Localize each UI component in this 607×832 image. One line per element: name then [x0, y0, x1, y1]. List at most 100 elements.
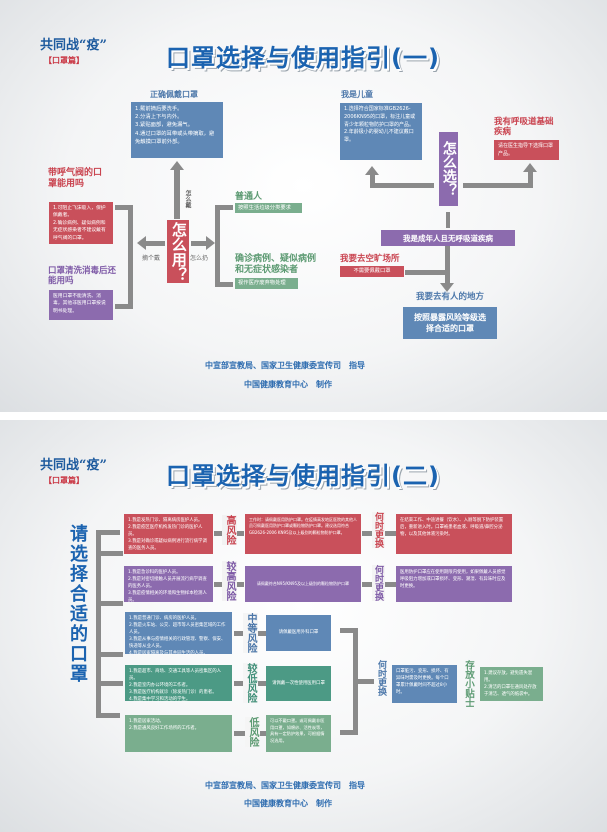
general-replace-box: 口罩脏污、变形、损坏、有异味时需及时更换。每个口罩累计佩戴时间不超过8小时。 — [392, 665, 457, 703]
patients-label: 确诊病例、疑似病例和无症状感染者 — [235, 254, 317, 275]
right-bracket — [215, 205, 233, 287]
connector-line — [100, 652, 123, 657]
list-item: 3.我是对确诊或疑似病例进行流行病学调查的医务人员。 — [128, 539, 207, 552]
list-item: 2.分清上下与内外。 — [135, 114, 183, 121]
medium-risk-who-box: 1.我是普通门诊、病房的医护人员。 2.我是火车站、公交、超市等人员密集区域的工… — [125, 612, 232, 657]
arrow-shaft — [370, 174, 375, 188]
wash-mask-label: 口罩清洗消毒后还能用吗 — [48, 266, 117, 287]
footer-guidance: 中宣部宣教局、国家卫生健康委宣传司 指导 — [205, 781, 365, 790]
left-bracket — [115, 205, 133, 309]
series-label: 【口罩篇】 — [44, 56, 84, 65]
high-risk-label: 高风险 — [222, 515, 237, 545]
series-label: 【口罩篇】 — [44, 476, 84, 485]
lower-risk-who-box: 1.我是超市、商场、交通工具等人员密集区的人员。 2.我是室内办公环境的工作者。… — [125, 665, 232, 703]
list-item: 4.通过口罩的耳带或头带摘取，避免触摸口罩前外部。 — [135, 130, 215, 145]
when-replace-label: 何时更换 — [372, 565, 385, 601]
ordinary-box: 按照生活垃圾分类要求 — [235, 203, 302, 213]
arrow-left-icon — [137, 236, 146, 250]
list-item: 2.我是室内办公环境的工作者。 — [129, 683, 191, 689]
when-replace-label: 何时更换 — [376, 660, 386, 696]
how-to-choose-badge: 怎么选？ — [439, 132, 458, 206]
list-item: 2.我是疫区医疗机构发热门诊的医护人员。 — [128, 525, 203, 538]
arrow-up-icon — [365, 166, 379, 175]
arrow-shaft — [370, 183, 434, 188]
respiratory-box: 请在医生指导下选择口罩产品。 — [494, 140, 559, 160]
arrow-shaft — [528, 171, 533, 188]
list-item: 4.我是集中学习和活动的学生。 — [129, 697, 191, 703]
patients-box: 视作医疗废弃物处理 — [235, 278, 298, 289]
wear-correctly-label: 正确佩戴口罩 — [150, 90, 198, 99]
child-label: 我是儿童 — [341, 90, 373, 99]
arrow-right-icon — [206, 236, 215, 250]
list-item: 4.我是居家隔离及与其共同生活的人员。 — [129, 651, 208, 657]
list-item: 1.建议存放，避免遗失混用。 — [484, 671, 533, 684]
list-item: 1.我是居家活动。 — [129, 719, 164, 724]
low-risk-label: 低风险 — [245, 717, 260, 747]
list-item: 2.确诊病例、疑似病例和无症状感染者不建议戴有呼气阀的口罩。 — [53, 220, 106, 241]
crowded-label: 我要去有人的地方 — [416, 292, 485, 302]
open-space-label: 我要去空旷场所 — [340, 254, 400, 264]
list-item: 3.紧贴面部，避免漏气。 — [135, 122, 194, 129]
wash-mask-box: 医用口罩不能清洗、消毒，其他非医用口罩按说明书处理。 — [49, 290, 113, 320]
how-to-wear-caption: 怎么戴 — [184, 190, 191, 208]
campaign-logo: 共同战“疫” — [40, 458, 107, 473]
respiratory-label: 我有呼吸道基础疾病 — [494, 117, 554, 138]
elevated-risk-who-box: 1.我是急诊科的医护人员。 2.我是对密切接触人员开展流行病学调查的医务人员。 … — [124, 566, 213, 604]
connector-line — [405, 270, 445, 275]
list-item: 3.我是疫情相关的环境和生物样本检测人员。 — [128, 591, 207, 604]
elevated-risk-label: 较高风险 — [222, 561, 237, 601]
child-box: 1.选择符合国家标准GB2626-2006KN95的口罩，标注儿童或青少年颗粒物… — [340, 103, 422, 160]
footer-guidance: 中宣部宣教局、国家卫生健康委宣传司 指导 — [205, 361, 365, 370]
arrow-shaft — [463, 183, 533, 188]
arrow-up-icon — [523, 163, 537, 172]
arrow-shaft — [191, 241, 207, 246]
list-item: 3.我是医疗机构就诊（除发热门诊）的患者。 — [129, 690, 217, 696]
how-to-use-badge: 怎么用？ — [167, 220, 189, 283]
adult-box: 我是成年人且无呼吸道疾病 — [381, 230, 515, 246]
footer-producer: 中国健康教育中心 制作 — [244, 799, 332, 808]
footer-producer: 中国健康教育中心 制作 — [244, 380, 332, 389]
lower-risk-label: 较低风险 — [243, 663, 258, 703]
list-item: 1.我是发热门诊、隔离病房医护人员。 — [128, 518, 203, 523]
open-space-box: 不需要佩戴口罩 — [340, 266, 404, 277]
ordinary-label: 普通人 — [235, 192, 263, 202]
list-item: 1.戴前摘后要洗手。 — [135, 106, 183, 112]
medium-risk-label: 中等风险 — [243, 613, 258, 653]
list-item: 2.我是火车站、公交、超市等人员密集区域的工作人员。 — [129, 623, 226, 636]
right-bracket — [340, 628, 358, 735]
wear-correctly-box: 1.戴前摘后要洗手。 2.分清上下与内外。 3.紧贴面部，避免漏气。 4.通过口… — [131, 102, 223, 158]
connector-line — [356, 679, 374, 684]
list-item: 3.我是从事与疫情相关的行政管理、警察、保安、快递等从业人员。 — [129, 637, 226, 650]
crowded-box: 按照暴露风险等级选择合适的口罩 — [403, 307, 497, 339]
high-risk-who-box: 1.我是发热门诊、隔离病房医护人员。 2.我是疫区医疗机构发热门诊的医护人员。 … — [124, 514, 213, 554]
high-risk-mask-box: 工作时：请佩戴医用防护口罩。在疫情高发地区医院的其他人员可佩戴医用防护口罩或颗粒… — [245, 514, 361, 554]
connector-line — [446, 212, 450, 228]
arrow-shaft — [146, 241, 165, 246]
low-risk-who-box: 1.我是居家活动。 2.我是通风良好工作场所的工作者。 — [125, 715, 232, 752]
list-item: 2.清洁的口罩在通风处存放于清洁、透气的纸袋中。 — [484, 685, 537, 698]
side-title: 请选择合适的口罩 — [67, 524, 88, 684]
arrow-up-icon — [170, 161, 184, 170]
valve-mask-box: 1.可阻止飞沫吸入，保护佩戴者。 2.确诊病例、疑似病例和无症状感染者不建议戴有… — [49, 202, 113, 244]
list-item: 2.年龄极小的婴幼儿不建议戴口罩。 — [344, 129, 414, 143]
page-title: 口罩选择与使用指引(一) — [166, 44, 440, 72]
elevated-risk-mask-box: 请佩戴符合N95/KN95及以上级别的颗粒物防护口罩 — [245, 566, 361, 602]
low-risk-mask-box: 可以不戴口罩。或可佩戴非医用口罩，如棉纱、活性炭等，具有一定防护效果，可根据情况… — [266, 715, 331, 752]
arrow-shaft — [174, 169, 180, 219]
connector-line — [100, 601, 123, 606]
poster-guide-two: 共同战“疫” 【口罩篇】 口罩选择与使用指引(二) 请选择合适的口罩 1.我是发… — [0, 420, 607, 832]
list-item: 1.选择符合国家标准GB2626-2006KN95的口罩，标注儿童或青少年颗粒物… — [344, 106, 416, 128]
poster-guide-one: 共同战“疫” 【口罩篇】 口罩选择与使用指引(一) 正确佩戴口罩 1.戴前摘后要… — [0, 0, 607, 412]
list-item: 1.我是急诊科的医护人员。 — [128, 570, 181, 575]
list-item: 1.我是超市、商场、交通工具等人员密集区的人员。 — [129, 669, 222, 682]
how-to-dispose-caption: 怎么扔 — [190, 255, 209, 262]
left-bracket — [96, 530, 120, 718]
arrow-shaft — [445, 246, 450, 284]
connector-line — [100, 681, 123, 686]
list-item: 2.我是对密切接触人员开展流行病学调查的医务人员。 — [128, 577, 207, 590]
connector-line — [100, 551, 123, 556]
lower-risk-mask-box: 请佩戴一次性使用医用口罩 — [266, 666, 331, 701]
page-title: 口罩选择与使用指引(二) — [166, 462, 440, 490]
when-replace-label: 何时更换 — [372, 512, 385, 548]
valve-mask-label: 带呼气阀的口罩能用吗 — [48, 168, 103, 189]
